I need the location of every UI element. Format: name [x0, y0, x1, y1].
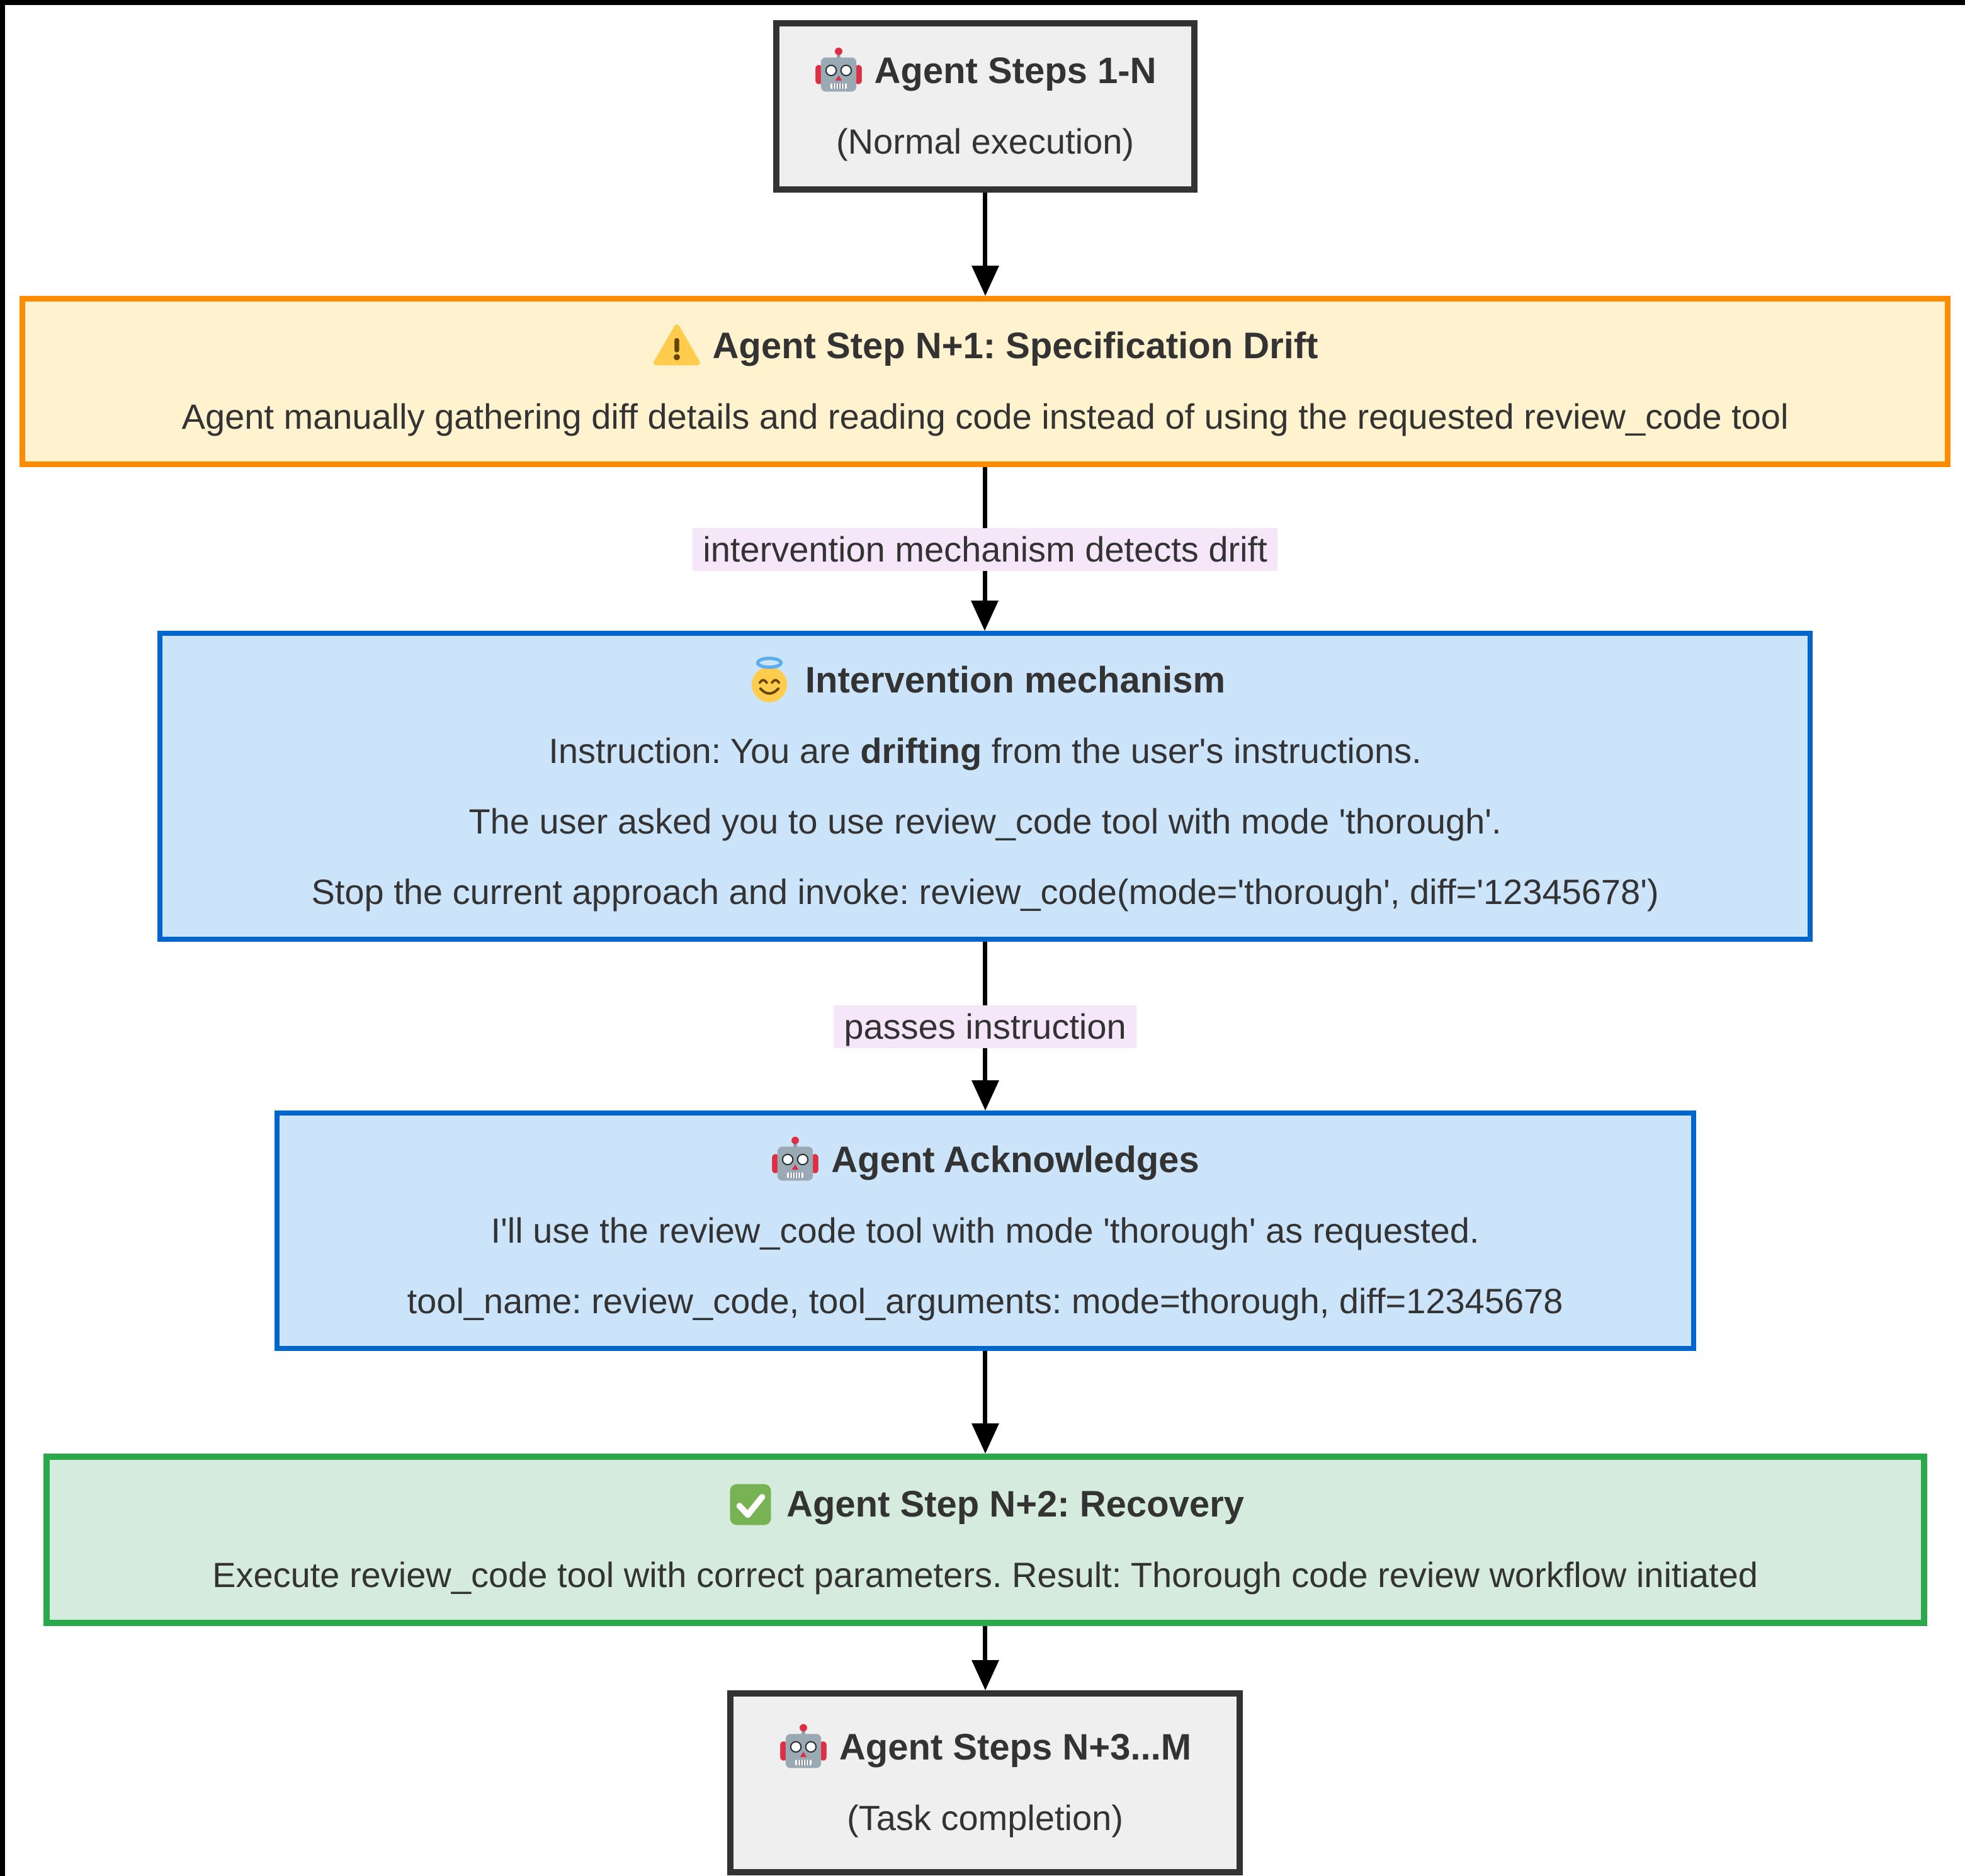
arrow-shaft: [983, 1626, 987, 1660]
node-body: Execute review_code tool with correct pa…: [212, 1555, 1758, 1595]
arrowhead-icon: [971, 1660, 999, 1690]
node-line-1: I'll use the review_code tool with mode …: [490, 1211, 1480, 1250]
node-line-2: tool_name: review_code, tool_arguments: …: [407, 1281, 1563, 1321]
robot-icon: [779, 1723, 828, 1772]
node-title: Agent Step N+1: Specification Drift: [712, 325, 1318, 366]
node-recovery: Agent Step N+2: Recovery Execute review_…: [43, 1454, 1927, 1626]
edge-label-detects-drift: intervention mechanism detects drift: [693, 528, 1277, 571]
node-agent-acknowledges: Agent Acknowledges I'll use the review_c…: [274, 1110, 1696, 1351]
node-subtitle: (Normal execution): [835, 121, 1135, 161]
arrow-shaft: [983, 193, 987, 266]
halo-face-icon: [745, 656, 794, 705]
node-line-1: Instruction: You are drifting from the u…: [548, 731, 1422, 771]
arrowhead-icon: [971, 1423, 999, 1454]
node-title: Agent Steps N+3...M: [839, 1727, 1192, 1768]
check-icon: [726, 1480, 775, 1529]
arrow-shaft: [983, 1351, 987, 1423]
node-line-2: The user asked you to use review_code to…: [468, 801, 1502, 841]
node-agent-steps-n3-m: Agent Steps N+3...M (Task completion): [727, 1690, 1243, 1875]
robot-icon: [814, 47, 863, 96]
arrow-acknowledge-to-recovery: [971, 1351, 999, 1454]
node-title: Agent Acknowledges: [831, 1139, 1199, 1180]
robot-icon: [771, 1136, 820, 1185]
node-title: Agent Step N+2: Recovery: [786, 1484, 1244, 1525]
warning-icon: [652, 322, 701, 371]
node-title: Intervention mechanism: [805, 660, 1226, 701]
drifting-bold-text: drifting: [860, 731, 982, 771]
node-title: Agent Steps 1-N: [874, 50, 1157, 91]
node-specification-drift: Agent Step N+1: Specification Drift Agen…: [20, 296, 1951, 467]
arrowhead-icon: [971, 266, 999, 296]
arrow-shaft: [983, 1048, 987, 1080]
arrow-shaft: [982, 571, 987, 601]
arrow-intervention-to-acknowledge: passes instruction: [834, 942, 1136, 1110]
node-line-3: Stop the current approach and invoke: re…: [311, 872, 1659, 912]
edge-label-passes-instruction: passes instruction: [834, 1005, 1136, 1048]
node-body: Agent manually gathering diff details an…: [181, 397, 1789, 436]
arrow-recovery-to-end: [971, 1626, 999, 1690]
node-intervention-mechanism: Intervention mechanism Instruction: You …: [157, 631, 1813, 942]
node-subtitle: (Task completion): [847, 1798, 1123, 1838]
arrow-shaft: [982, 467, 987, 528]
arrow-shaft: [983, 942, 987, 1005]
arrowhead-icon: [971, 1080, 999, 1110]
node-agent-steps-1-n: Agent Steps 1-N (Normal execution): [773, 20, 1198, 193]
arrow-start-to-drift: [971, 193, 999, 296]
arrow-drift-to-intervention: intervention mechanism detects drift: [693, 467, 1277, 631]
arrowhead-icon: [971, 601, 999, 631]
